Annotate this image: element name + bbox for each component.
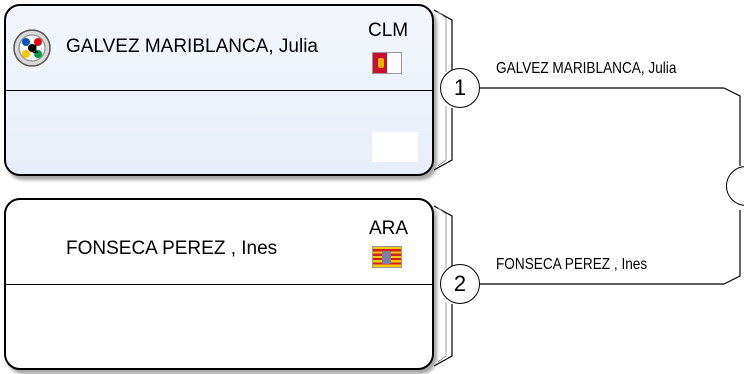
competitor-name: GALVEZ MARIBLANCA, Julia	[66, 36, 319, 57]
match-1-competitor-card[interactable]: 1 GALVEZ MARIBLANCA, Julia CLM	[4, 4, 434, 176]
country-code: ARA	[369, 218, 409, 239]
country-code: CLM	[368, 20, 409, 41]
match-2-competitor-card[interactable]: FONSECA PEREZ , Ines ARA	[4, 198, 434, 370]
competitor-name: FONSECA PEREZ , Ines	[66, 238, 278, 259]
card-divider	[6, 284, 432, 285]
match-number-badge[interactable]: 2	[440, 264, 480, 304]
match-2-winner-label: FONSECA PEREZ , Ines	[496, 256, 648, 273]
match-1-winner-label: GALVEZ MARIBLANCA, Julia	[496, 60, 677, 77]
aragon-flag-icon	[372, 246, 402, 268]
seed-badge: 1	[32, 42, 39, 56]
empty-flag-slot	[372, 132, 418, 162]
card-divider	[6, 90, 432, 91]
castilla-la-mancha-flag-icon	[372, 52, 402, 74]
judo-federation-logo-icon	[13, 29, 51, 67]
match-number-badge[interactable]: 1	[440, 68, 480, 108]
